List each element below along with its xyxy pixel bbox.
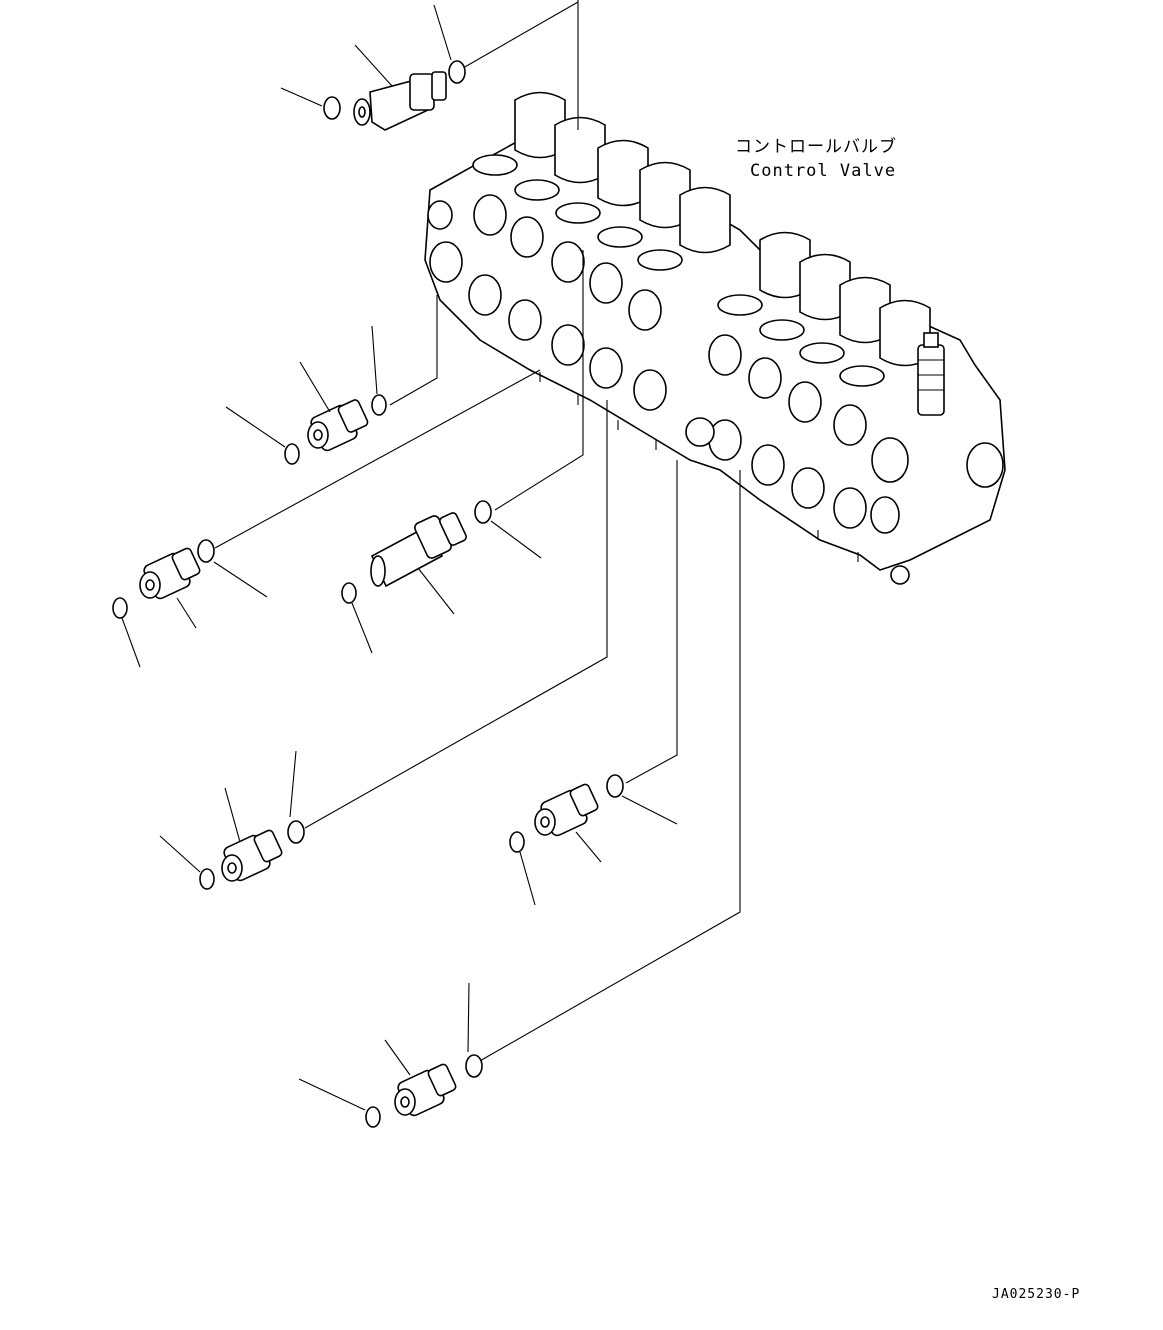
bottom-studs <box>539 372 910 585</box>
o-ring <box>284 443 300 465</box>
spool-bosses <box>472 154 885 387</box>
o-ring <box>112 597 128 619</box>
o-ring <box>365 1106 381 1128</box>
o-ring <box>197 539 215 563</box>
control-valve-assembly <box>424 91 1006 585</box>
adapter-fitting <box>341 500 542 654</box>
connection-lines <box>214 0 741 1063</box>
o-ring <box>448 60 466 84</box>
o-ring <box>465 1054 483 1078</box>
straight-fitting <box>509 774 678 906</box>
straight-fitting <box>159 750 305 890</box>
o-ring <box>323 96 341 120</box>
o-ring <box>341 582 357 604</box>
o-ring <box>474 500 492 524</box>
o-ring <box>509 831 525 853</box>
valve-ports <box>427 194 1004 534</box>
o-ring <box>606 774 624 798</box>
o-ring <box>371 394 387 416</box>
straight-fitting <box>298 982 483 1128</box>
o-ring <box>199 868 215 890</box>
component-label-japanese: コントロールバルブ <box>735 136 897 157</box>
straight-fitting <box>112 539 268 668</box>
relief-valve <box>917 332 945 416</box>
elbow-fitting <box>280 4 466 131</box>
o-ring <box>287 820 305 844</box>
straight-fitting <box>225 325 387 465</box>
drawing-number: JA025230-P <box>992 1287 1080 1302</box>
component-label-english: Control Valve <box>750 161 896 181</box>
